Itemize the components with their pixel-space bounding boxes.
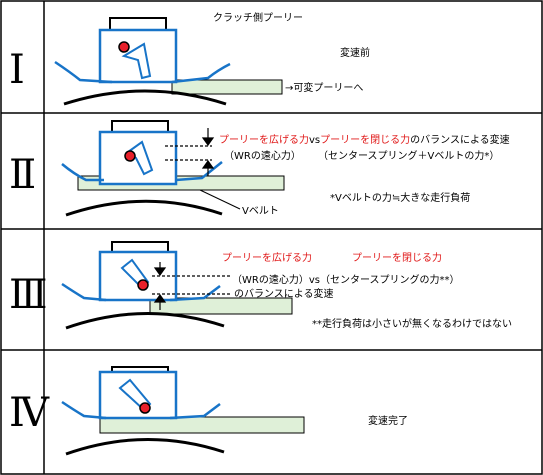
pulley-sheave-left-1 [54, 60, 113, 84]
belt-bar-4 [99, 416, 305, 434]
pulley-box-1 [98, 28, 178, 84]
row-numeral-4: Ⅳ [9, 390, 50, 436]
ground-arc-3 [65, 312, 225, 330]
row-numeral-3: Ⅲ [9, 272, 48, 318]
pulley-sheave-right-1 [171, 62, 231, 84]
row2-close-force: プーリーを閉じる力 [320, 133, 410, 146]
row-2: Ⅱ プーリーを広げる力vsプーリーを閉じる力のバランスによる変速 （WRの遠心力… [9, 120, 510, 217]
pulley-sheave-left-4 [61, 400, 107, 420]
svg-text:プーリーを広げる力vsプーリーを閉じる力のバランスによる変速: プーリーを広げる力vsプーリーを閉じる力のバランスによる変速 [219, 133, 510, 146]
row2-balance: のバランスによる変速 [410, 133, 510, 146]
gap-indicator-3 [152, 262, 232, 310]
row3-open-force: プーリーを広げる力 [222, 251, 312, 264]
row1-note: 変速前 [340, 46, 370, 59]
pulley-sheave-left-2 [61, 163, 104, 182]
row4-note: 変速完了 [368, 414, 408, 427]
row1-arrow-text: →可変プーリーへ [285, 81, 363, 94]
ground-arc-1 [63, 89, 227, 106]
roller-weight-2 [124, 150, 136, 162]
row3-vs-line: （WRの遠心力）vs（センタースプリングの力**） [232, 273, 459, 286]
pulley-sheave-right-2 [175, 161, 223, 182]
belt-bar-1 [171, 79, 283, 95]
weight-ramp-1 [121, 42, 152, 80]
row3-close-force: プーリーを閉じる力 [352, 251, 442, 264]
belt-leader-line [199, 189, 241, 210]
row-1: Ⅰ クラッチ側プーリー 変速前 →可変プーリーへ [9, 11, 370, 106]
row1-title: クラッチ側プーリー [213, 11, 303, 24]
row2-vs: vs [309, 135, 320, 146]
row3-footnote: **走行負荷は小さいが無くなるわけではない [312, 317, 512, 330]
weight-ramp-4 [118, 378, 152, 412]
row2-belt-label: Vベルト [242, 205, 279, 217]
row-4: Ⅳ 変速完了 [9, 366, 408, 456]
pulley-sheave-right-4 [169, 403, 221, 420]
pulley-sheave-left-3 [61, 282, 107, 302]
row2-footnote: *Vベルトの力≒大きな走行負荷 [330, 191, 470, 204]
roller-weight-3 [137, 279, 149, 291]
row2-open-force: プーリーを広げる力 [219, 133, 309, 146]
belt-bar-3 [149, 297, 293, 315]
row2-wr-text: （WRの遠心力） [224, 149, 301, 162]
roller-weight-1 [118, 41, 130, 53]
row-numeral-1: Ⅰ [9, 47, 25, 93]
row-3: Ⅲ プーリーを広げる力 プーリーを閉じる力 （WRの遠心力）vs（センタースプリ… [9, 241, 512, 330]
row3-balance: のバランスによる変速 [234, 287, 334, 300]
gap-indicator-2 [165, 128, 215, 176]
pulley-sheave-right-3 [169, 285, 221, 302]
roller-weight-4 [139, 402, 151, 414]
ground-arc-4 [65, 438, 225, 456]
ground-arc-2 [65, 199, 223, 217]
row-numeral-2: Ⅱ [9, 152, 36, 198]
row2-spring-text: （センタースプリング＋Vベルトの力*） [318, 149, 499, 162]
